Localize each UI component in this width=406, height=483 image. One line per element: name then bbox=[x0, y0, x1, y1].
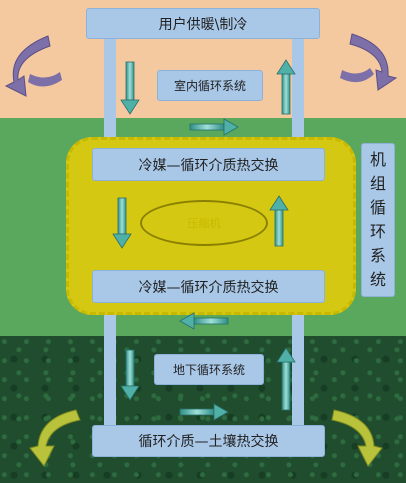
user-box-label: 用户供暖\制冷 bbox=[158, 16, 248, 33]
curved-arrow-icon bbox=[4, 35, 62, 97]
unit-loop-char: 环 bbox=[369, 222, 386, 241]
unit-loop-char: 循 bbox=[369, 198, 386, 217]
unit-loop-char: 组 bbox=[369, 174, 386, 193]
arrow-up-icon bbox=[276, 347, 296, 411]
unit-loop-char: 系 bbox=[369, 246, 386, 265]
upper-hx-label: 冷媒—循环介质热交换 bbox=[138, 157, 279, 174]
arrow-down-icon bbox=[120, 61, 140, 115]
compressor-ellipse: 压缩机 bbox=[140, 200, 268, 246]
curved-arrow-icon bbox=[29, 409, 81, 467]
indoor-pipe-right bbox=[292, 34, 304, 150]
unit-loop-char: 统 bbox=[369, 270, 386, 289]
ground-pipe-right bbox=[292, 300, 304, 430]
compressor-label: 压缩机 bbox=[187, 217, 221, 230]
unit-loop-char: 机 bbox=[369, 150, 386, 169]
upper-heat-exchange-box: 冷媒—循环介质热交换 bbox=[92, 148, 325, 181]
ground-heat-exchange-box: 循环介质—土壤热交换 bbox=[92, 425, 325, 457]
indoor-loop-label: 室内循环系统 bbox=[173, 79, 246, 93]
curved-arrow-icon bbox=[331, 409, 383, 467]
arrow-left-icon bbox=[179, 312, 229, 330]
indoor-loop-box: 室内循环系统 bbox=[157, 70, 263, 101]
arrow-right-icon bbox=[179, 403, 229, 421]
unit-loop-vertical-label: 机 组 循 环 系 统 bbox=[361, 143, 395, 297]
arrow-right-icon bbox=[189, 118, 239, 136]
arrow-down-icon bbox=[120, 349, 140, 401]
arrow-up-icon bbox=[269, 195, 289, 247]
lower-heat-exchange-box: 冷媒—循环介质热交换 bbox=[92, 270, 325, 303]
indoor-pipe-left bbox=[104, 34, 116, 150]
lower-hx-label: 冷媒—循环介质热交换 bbox=[138, 279, 279, 296]
ground-loop-box: 地下循环系统 bbox=[154, 354, 264, 385]
ground-pipe-left bbox=[104, 300, 116, 430]
ground-hx-label: 循环介质—土壤热交换 bbox=[138, 434, 279, 450]
ground-loop-label: 地下循环系统 bbox=[172, 363, 245, 377]
user-heating-cooling-box: 用户供暖\制冷 bbox=[86, 8, 320, 39]
arrow-down-icon bbox=[112, 197, 132, 249]
arrow-up-icon bbox=[276, 59, 296, 115]
curved-arrow-icon bbox=[340, 33, 398, 91]
